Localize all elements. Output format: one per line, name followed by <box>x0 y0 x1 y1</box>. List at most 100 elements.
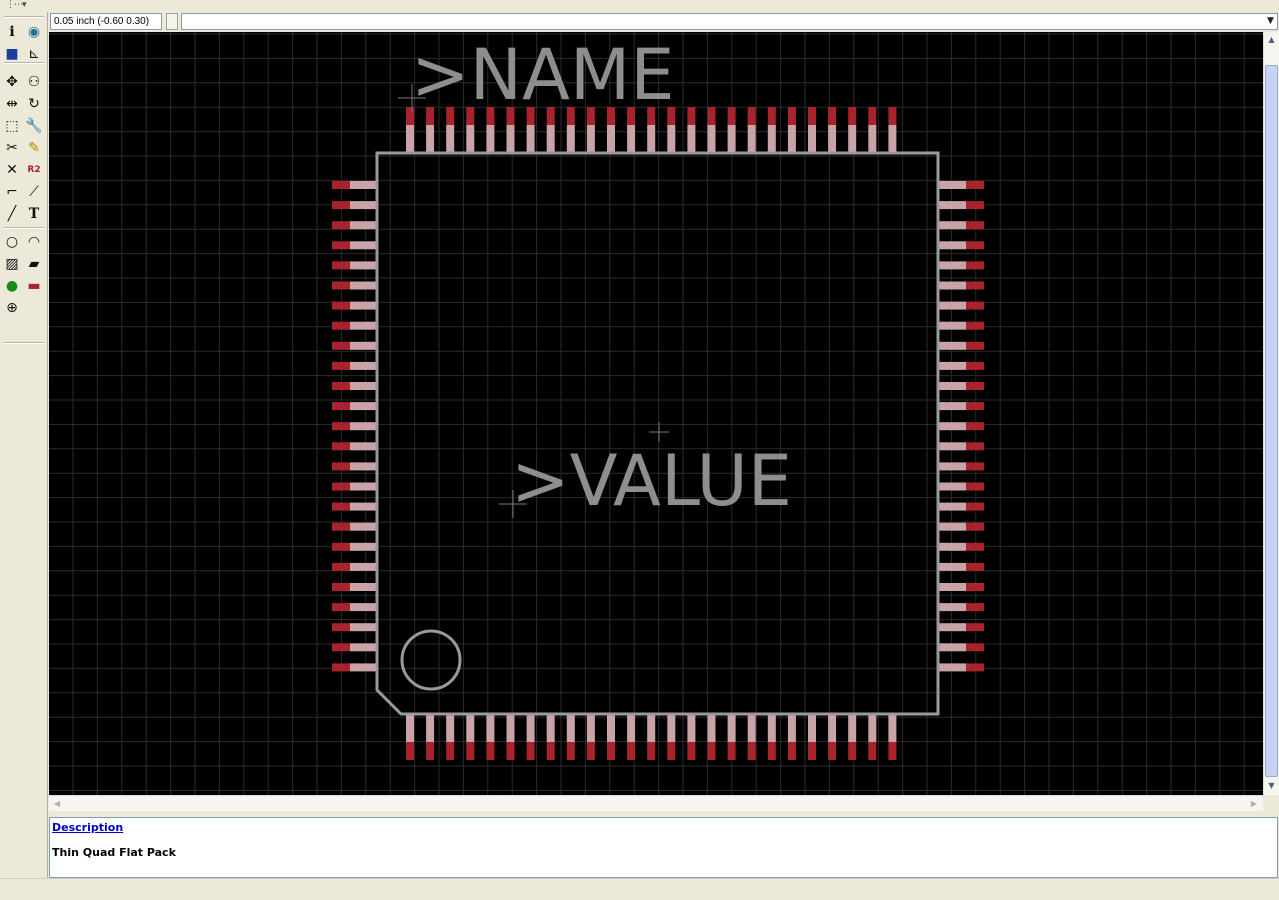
rectangle-icon[interactable]: ▨ <box>5 256 19 272</box>
info-icon[interactable]: i <box>9 24 15 40</box>
smd-pad-bottom <box>868 742 877 760</box>
text-icon[interactable]: T <box>28 206 40 222</box>
polygon-icon[interactable]: ▰ <box>28 256 40 272</box>
smd-pad-right-inner <box>939 482 966 491</box>
smd-pad-left <box>332 643 350 652</box>
toolbar-separator <box>4 16 44 18</box>
toolbar-separator <box>4 342 44 344</box>
arc-icon[interactable]: ◠ <box>27 234 41 250</box>
smd-pad-right-inner <box>939 221 966 230</box>
smd-pad-top <box>406 107 414 125</box>
smd-pad-bottom-inner <box>767 715 776 742</box>
smd-pad-right <box>966 522 984 531</box>
smd-pad-right-inner <box>939 583 966 591</box>
smd-pad-top <box>546 107 555 125</box>
miter-icon[interactable]: ⌐ <box>6 184 18 200</box>
smd-pad-top-inner <box>767 125 776 152</box>
smd-pad-left-inner <box>350 663 377 672</box>
smd-pad-right-inner <box>939 422 966 431</box>
smd-pad-right <box>966 261 984 270</box>
package-outline <box>375 151 940 716</box>
smd-pad-top <box>808 107 816 125</box>
scroll-right-icon[interactable]: ▶ <box>1250 799 1258 808</box>
toolbar-grip-icon[interactable]: ⋮⋯▾ <box>6 0 27 10</box>
smd-pad-right-inner <box>939 542 966 551</box>
smd-pad-left-inner <box>350 402 377 411</box>
smd-pad-left <box>332 402 350 411</box>
scroll-left-icon[interactable]: ◀ <box>53 799 61 808</box>
show-eye-icon[interactable]: ◉ <box>27 24 41 40</box>
mirror-icon[interactable]: ⇹ <box>6 96 18 112</box>
smd-pad-left <box>332 603 350 612</box>
status-bar <box>0 878 1279 900</box>
smd-pad-top <box>787 107 796 125</box>
smd-pad-right-inner <box>939 462 966 471</box>
delete-icon[interactable]: ✕ <box>6 162 18 178</box>
smd-pad-icon[interactable]: ▬ <box>27 278 41 294</box>
via-pad-icon[interactable]: ● <box>5 278 19 294</box>
smd-pad-top-inner <box>486 125 495 152</box>
layout-canvas[interactable]: >NAME>VALUE <box>49 32 1263 795</box>
smd-pad-left <box>332 321 350 330</box>
smd-pad-right <box>966 422 984 431</box>
smd-pad-bottom <box>667 742 676 760</box>
smd-pad-bottom <box>526 742 535 760</box>
hole-icon[interactable]: ⊕ <box>6 300 18 316</box>
smd-pad-right-inner <box>939 341 966 350</box>
smd-pad-top-inner <box>627 125 636 152</box>
canvas-area: >NAME>VALUE ▲ ▼ ◀ ▶ <box>49 32 1279 811</box>
command-input[interactable] <box>181 13 1265 30</box>
vertical-scrollbar[interactable]: ▲ ▼ <box>1263 32 1279 795</box>
smd-pad-top <box>687 107 696 125</box>
smd-pad-bottom-inner <box>546 715 555 742</box>
name-value-icon[interactable]: R2 <box>27 165 41 175</box>
split-icon[interactable]: ✂ <box>6 140 18 156</box>
smd-pad-bottom <box>426 742 435 760</box>
group-icon[interactable]: ⬚ <box>5 118 19 134</box>
smd-pad-bottom <box>607 742 615 760</box>
optimize-icon[interactable]: ⟋ <box>29 184 39 200</box>
smd-pad-right-inner <box>939 201 966 210</box>
smd-pad-right <box>966 583 984 591</box>
smd-pad-bottom-inner <box>888 715 897 742</box>
smd-pad-right <box>966 482 984 491</box>
smd-pad-right-inner <box>939 522 966 531</box>
smd-pad-top <box>888 107 897 125</box>
move-icon[interactable]: ✥ <box>6 74 18 90</box>
smd-pad-bottom <box>848 742 857 760</box>
smd-pad-bottom <box>747 742 756 760</box>
smd-pad-top <box>446 107 455 125</box>
smd-pad-top-inner <box>406 125 414 152</box>
package-drawing: >NAME>VALUE <box>49 32 1263 795</box>
command-dropdown-arrow-icon[interactable]: ▼ <box>1264 13 1278 30</box>
scroll-up-icon[interactable]: ▲ <box>1268 35 1275 44</box>
smd-pad-bottom-inner <box>466 715 475 742</box>
paint-icon[interactable]: ✎ <box>28 140 40 156</box>
description-link[interactable]: Description <box>52 821 124 834</box>
canvas-background <box>49 32 1263 795</box>
smd-pad-right-inner <box>939 181 966 189</box>
scroll-down-icon[interactable]: ▼ <box>1268 781 1275 790</box>
display-layers-icon[interactable]: ■ <box>5 46 19 62</box>
smd-pad-top <box>747 107 756 125</box>
smd-pad-top <box>767 107 776 125</box>
smd-pad-top <box>667 107 676 125</box>
smd-pad-right <box>966 663 984 672</box>
value-label: >VALUE <box>511 440 792 522</box>
smd-pad-bottom <box>566 742 575 760</box>
left-toolbar: i ◉ ■ ⊾ ✥ ⚇ ⇹ ↻ ⬚ 🔧 ✂ ✎ ✕ R2 ⌐ ⟋ ╱ T ○ ◠ ▨ ▰ ● ▬ ⊕ <box>0 12 48 878</box>
circle-icon[interactable]: ○ <box>5 234 19 250</box>
horizontal-scrollbar[interactable]: ◀ ▶ <box>49 795 1263 811</box>
smd-pad-top <box>586 107 595 125</box>
wire-line-icon[interactable]: ╱ <box>7 206 17 222</box>
copy-icon[interactable]: ⚇ <box>27 74 41 90</box>
smd-pad-top-inner <box>546 125 555 152</box>
change-wrench-icon[interactable]: 🔧 <box>25 118 43 134</box>
smd-pad-bottom-inner <box>808 715 816 742</box>
command-history-button[interactable] <box>166 13 178 30</box>
smd-pad-bottom-inner <box>828 715 837 742</box>
vertical-scroll-thumb[interactable] <box>1265 65 1278 777</box>
smd-pad-left <box>332 462 350 471</box>
rotate-icon[interactable]: ↻ <box>28 96 40 112</box>
mark-icon[interactable]: ⊾ <box>28 46 40 62</box>
